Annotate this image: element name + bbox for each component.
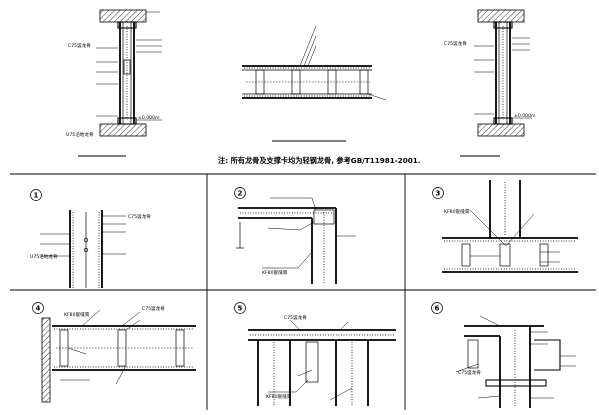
ceiling-slab — [477, 9, 525, 23]
panel-5-stud-label: C75竖龙骨 — [284, 314, 307, 321]
panel-4-joint-label: KF80嵌缝膏 — [64, 311, 90, 318]
panel-3: 3 KF80嵌缝膏 — [432, 180, 578, 273]
panel-1-number: 1 — [34, 192, 39, 200]
panel-2-number: 2 — [238, 190, 243, 198]
panel-frames — [10, 173, 596, 410]
panel-6: 6 C75竖龙骨 — [431, 302, 576, 408]
panel-5-joint-label: KF80嵌缝膏 — [266, 393, 292, 400]
panel-1-stud-label: C75竖龙骨 — [128, 213, 151, 220]
top-right-stud-label: C75竖龙骨 — [444, 40, 467, 47]
panel-2-joint-label: KF80嵌缝膏 — [262, 269, 288, 276]
structural-wall — [41, 317, 51, 403]
top-left-stud-label: C75竖龙骨 — [68, 42, 91, 49]
panel-4-number: 4 — [36, 305, 41, 313]
panel-6-stud-label: C75竖龙骨 — [458, 369, 481, 376]
detail-top-left: C75竖龙骨 U75沿地龙骨 ±0.000m — [66, 9, 162, 157]
top-right-elevation: ±0.000m — [514, 113, 536, 119]
panel-1-track-label: U75沿地龙骨 — [30, 253, 58, 260]
panel-3-joint-label: KF80嵌缝膏 — [444, 208, 470, 215]
detail-top-right: C75竖龙骨 ±0.000m — [444, 9, 536, 157]
panel-5: 5 C75竖龙骨 KF80嵌缝膏 — [234, 302, 396, 406]
floor-slab — [477, 123, 525, 137]
top-left-track-label: U75沿地龙骨 — [66, 131, 94, 138]
top-left-elevation: ±0.000m — [138, 115, 160, 121]
panel-6-number: 6 — [435, 305, 440, 313]
detail-top-middle — [242, 25, 387, 142]
panel-5-number: 5 — [238, 305, 243, 313]
ceiling-slab — [99, 9, 147, 23]
panel-4-stud-label: C75竖龙骨 — [142, 305, 165, 312]
panel-4: 4 KF80嵌缝膏 C75竖龙骨 — [32, 302, 196, 403]
panel-3-number: 3 — [436, 190, 441, 198]
general-note: 注: 所有龙骨及支撑卡均为轻钢龙骨, 参考GB/T11981-2001. — [218, 156, 420, 165]
floor-slab — [99, 123, 147, 137]
panel-2: 2 KF80嵌缝膏 — [234, 187, 356, 284]
panel-1: 1 C75竖龙骨 U75沿地龙骨 — [30, 189, 151, 288]
